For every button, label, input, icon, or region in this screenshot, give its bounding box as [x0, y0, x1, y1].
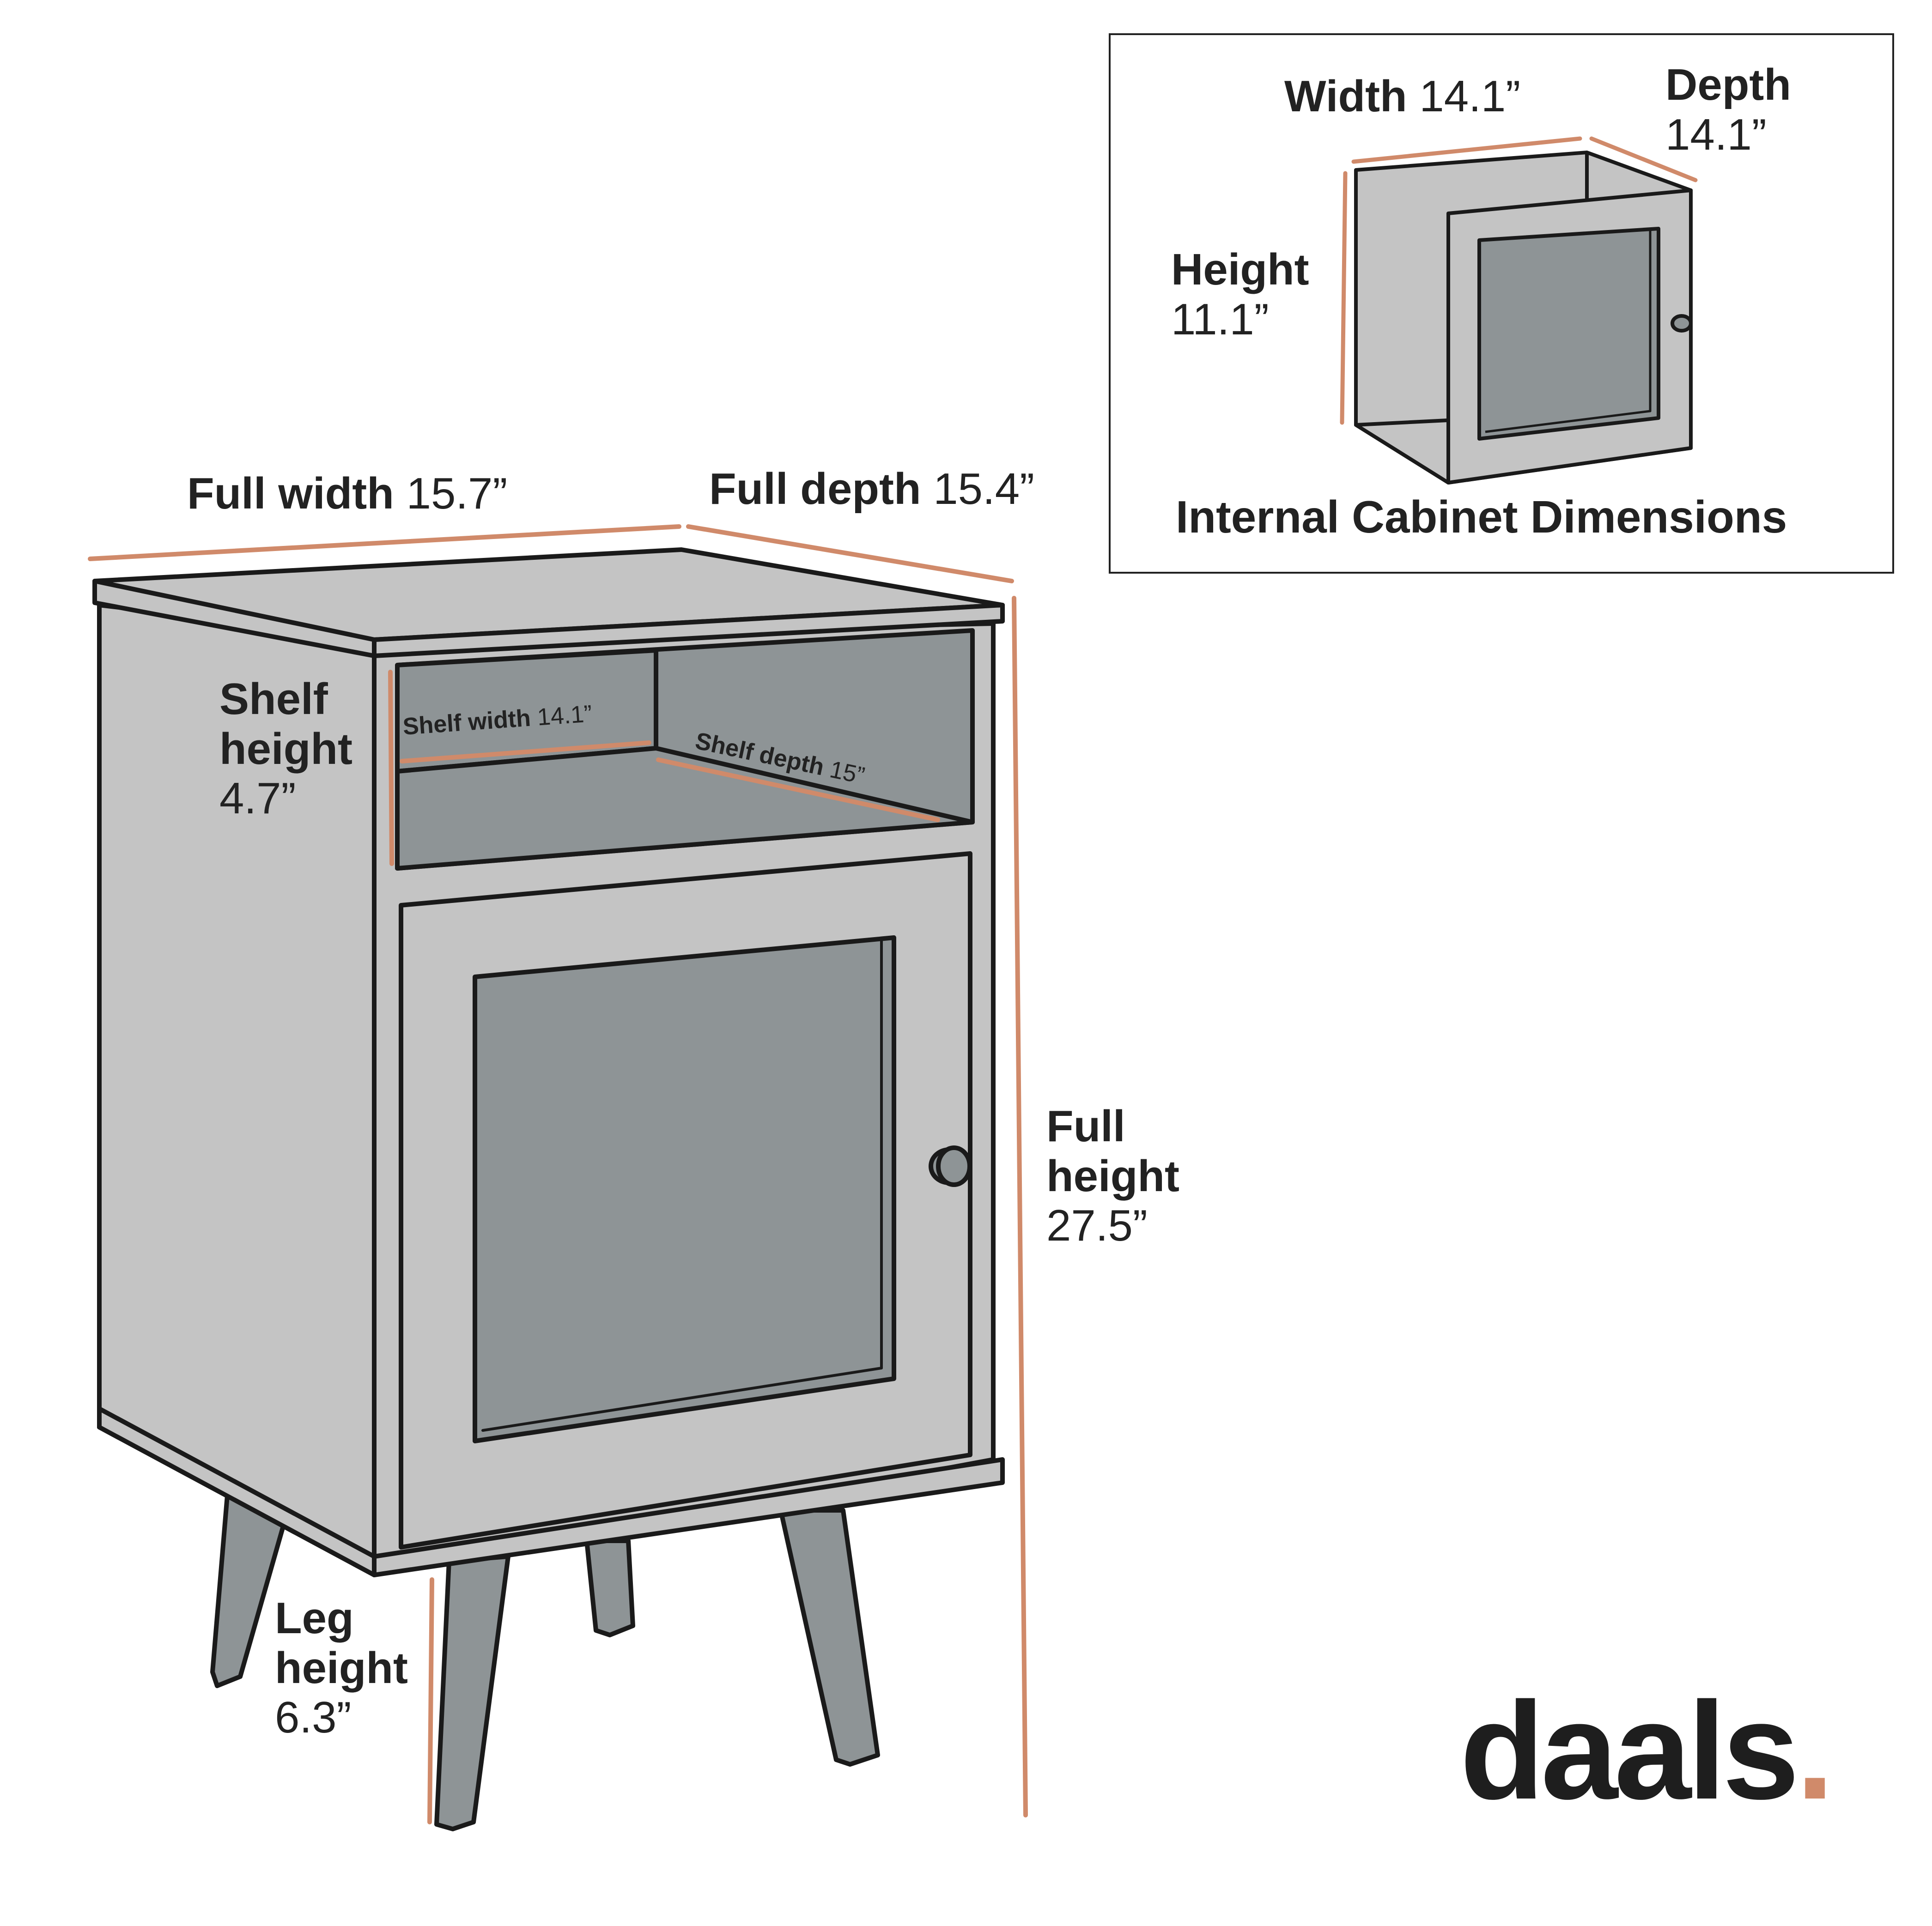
- dim-line-full-depth: [686, 524, 1014, 583]
- full-height-label: Full height 27.5”: [1046, 1102, 1179, 1251]
- dim-line-shelf-height: [388, 670, 394, 866]
- cabinet-top-side-edge: [92, 579, 377, 658]
- inset-glass-inner-edge: [1485, 230, 1652, 433]
- shelf-floor: [395, 746, 975, 871]
- dim-line-leg-height: [427, 1577, 434, 1824]
- cabinet-bottom-side-edge: [97, 1406, 377, 1577]
- leg-front-right: [778, 1508, 880, 1767]
- dim-line-full-width: [88, 524, 681, 561]
- inset-door-glass: [1477, 227, 1660, 441]
- inset-height-label: Height 11.1”: [1171, 245, 1309, 344]
- shelf-height-label: Shelf height 4.7”: [219, 674, 352, 824]
- inset-knob-icon: [1671, 314, 1693, 333]
- daals-logo: daals.: [1460, 1673, 1835, 1828]
- leg-back-right: [584, 1538, 635, 1637]
- door-knob-face: [936, 1145, 972, 1187]
- full-width-label: Full width 15.7”: [187, 469, 508, 518]
- inset-depth-label: Depth 14.1”: [1665, 60, 1791, 159]
- inset-dim-line-height: [1340, 171, 1348, 425]
- inset-dim-line-depth: [1589, 136, 1698, 182]
- leg-front-left: [434, 1554, 510, 1831]
- full-depth-label: Full depth 15.4”: [709, 464, 1035, 514]
- dim-line-shelf-width: [400, 740, 651, 763]
- inset-width-label: Width 14.1”: [1284, 72, 1521, 121]
- dim-line-shelf-depth: [656, 757, 940, 822]
- inset-dim-line-width: [1351, 136, 1582, 164]
- inset-title: Internal Cabinet Dimensions: [1176, 491, 1787, 542]
- inset-panel: [1109, 33, 1894, 574]
- door-glass-inner-edge: [481, 938, 883, 1432]
- dim-line-full-height: [1012, 596, 1028, 1817]
- leg-height-label: Leg height 6.3”: [275, 1593, 408, 1743]
- door-glass-panel: [473, 935, 896, 1443]
